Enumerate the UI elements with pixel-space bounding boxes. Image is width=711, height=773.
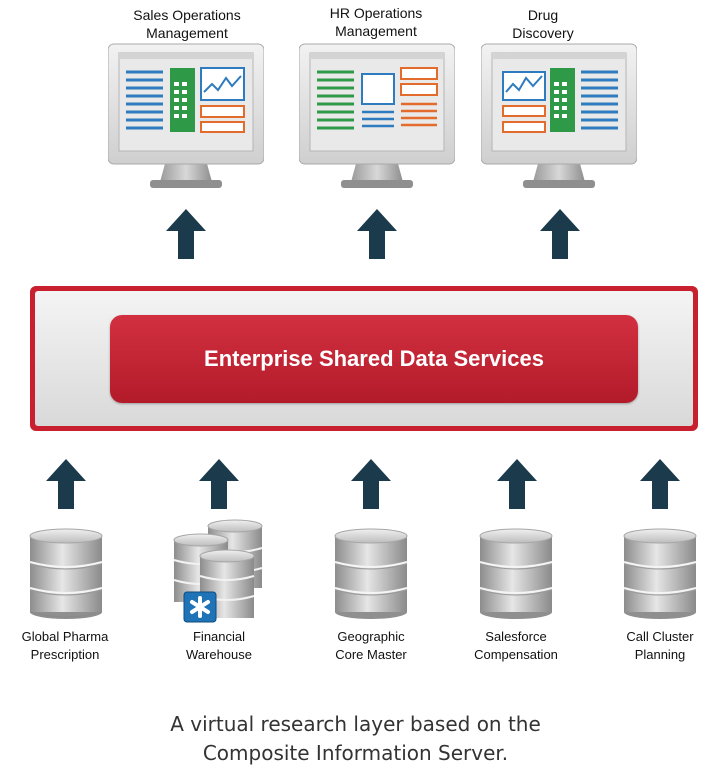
- arrow-up-icon: [46, 459, 86, 509]
- database-icon: [334, 528, 408, 619]
- source-label-geographic: Geographic Core Master: [301, 628, 441, 664]
- arrow-up-icon: [166, 209, 206, 259]
- source-label-salesforce: Salesforce Compensation: [446, 628, 586, 664]
- monitor-icon: [481, 43, 637, 188]
- caption-line1: A virtual research layer based on the: [170, 712, 541, 736]
- database-icon: [479, 528, 553, 619]
- source-label-financial: Financial Warehouse: [149, 628, 289, 664]
- arrow-up-icon: [640, 459, 680, 509]
- arrow-up-icon: [540, 209, 580, 259]
- database-icon: [623, 528, 697, 619]
- app-label-hr: HR Operations Management: [276, 4, 476, 40]
- app-label-line2: Discovery: [512, 25, 574, 41]
- arrow-up-icon: [351, 459, 391, 509]
- source-label-line1: Financial: [192, 629, 246, 644]
- app-label-sales: Sales Operations Management: [87, 6, 287, 42]
- arrow-up-icon: [357, 209, 397, 259]
- shared-services-band: Enterprise Shared Data Services: [30, 286, 698, 431]
- database-icon: [29, 528, 103, 619]
- source-label-line2: Core Master: [335, 647, 407, 662]
- source-label-line2: Compensation: [474, 647, 558, 662]
- source-label-line2: Prescription: [30, 647, 100, 662]
- app-label-line1: Sales Operations: [133, 7, 241, 23]
- caption-line2: Composite Information Server.: [202, 741, 509, 765]
- database-icon: [173, 519, 263, 623]
- source-label-line1: Global Pharma: [21, 629, 109, 644]
- hub-label: Enterprise Shared Data Services: [204, 346, 544, 371]
- monitor-icon: [108, 43, 264, 188]
- source-label-line2: Planning: [634, 647, 686, 662]
- app-label-line1: Drug: [527, 7, 559, 23]
- app-label-line1: HR Operations: [329, 5, 423, 21]
- app-label-line2: Management: [146, 25, 228, 41]
- app-label-line2: Management: [335, 23, 417, 39]
- source-label-line1: Salesforce: [485, 629, 547, 644]
- asterisk-icon: [183, 591, 217, 623]
- arrow-up-icon: [497, 459, 537, 509]
- source-label-line2: Warehouse: [186, 647, 252, 662]
- diagram-caption: A virtual research layer based on the Co…: [0, 710, 711, 768]
- app-label-drug: Drug Discovery: [443, 6, 643, 42]
- monitor-icon: [299, 43, 455, 188]
- arrow-up-icon: [199, 459, 239, 509]
- shared-services-hub: Enterprise Shared Data Services: [110, 315, 638, 403]
- source-label-global-pharma: Global Pharma Prescription: [0, 628, 135, 664]
- source-label-line1: Geographic: [337, 629, 405, 644]
- source-label-line1: Call Cluster: [626, 629, 694, 644]
- source-label-call-cluster: Call Cluster Planning: [590, 628, 711, 664]
